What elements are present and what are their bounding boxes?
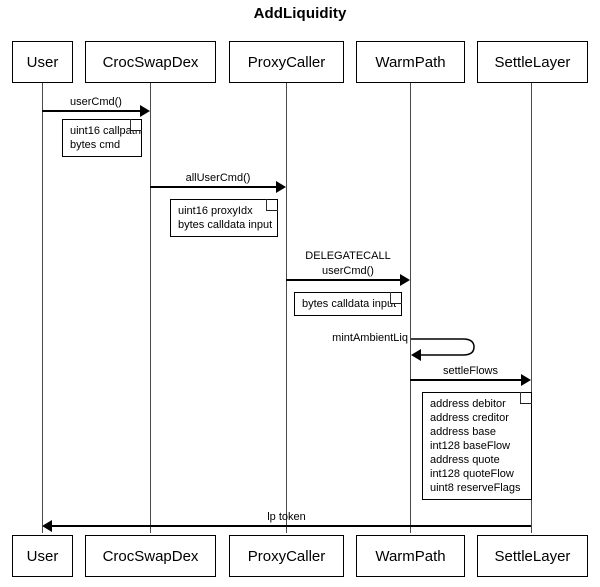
self-call-arrow-mint-ambient-liq [411, 338, 475, 361]
note-all-user-cmd-params: uint16 proxyIdx bytes calldata input [170, 199, 278, 237]
lifeline-user [42, 83, 44, 533]
participant-footer-settlelayer[interactable]: SettleLayer [477, 535, 588, 577]
page-title: AddLiquidity [253, 5, 347, 22]
participant-footer-warmpath[interactable]: WarmPath [356, 535, 465, 577]
lifeline-settlelayer [531, 83, 533, 533]
note-settle-flows-params: address debitor address creditor address… [422, 392, 532, 500]
participant-header-crocswapdex[interactable]: CrocSwapDex [85, 41, 216, 83]
participant-label-proxycaller: ProxyCaller [247, 53, 326, 71]
arrow-head-lp-token [42, 520, 52, 532]
message-label-all-user-cmd: allUserCmd() [185, 172, 251, 184]
message-label-user-cmd: userCmd() [70, 96, 122, 108]
participant-footer-label-warmpath: WarmPath [375, 547, 446, 565]
message-line-user-cmd [42, 110, 142, 112]
message-line-all-user-cmd [150, 186, 278, 188]
participant-footer-label-settlelayer: SettleLayer [494, 547, 571, 565]
participant-footer-label-crocswapdex: CrocSwapDex [102, 547, 199, 565]
participant-label-warmpath: WarmPath [375, 53, 446, 71]
message-line-settle-flows [410, 379, 523, 381]
participant-footer-label-proxycaller: ProxyCaller [247, 547, 326, 565]
message-label-delegatecall-usercmd: userCmd() [322, 265, 374, 277]
participant-label-user: User [26, 53, 59, 71]
message-label-lp-token: lp token [267, 511, 306, 523]
message-line-lp-token [52, 525, 531, 527]
lifeline-warmpath [410, 83, 412, 533]
message-label-settle-flows: settleFlows [442, 365, 499, 377]
message-label-mint-ambient-liq: mintAmbientLiq [332, 332, 408, 344]
note-delegatecall-params: bytes calldata input [294, 292, 402, 316]
participant-footer-proxycaller[interactable]: ProxyCaller [229, 535, 344, 577]
participant-header-proxycaller[interactable]: ProxyCaller [229, 41, 344, 83]
participant-footer-user[interactable]: User [12, 535, 73, 577]
lifeline-crocswapdex [150, 83, 152, 533]
arrow-head-settle-flows [521, 374, 531, 386]
arrow-head-all-user-cmd [276, 181, 286, 193]
participant-footer-crocswapdex[interactable]: CrocSwapDex [85, 535, 216, 577]
lifeline-proxycaller [286, 83, 288, 533]
participant-header-settlelayer[interactable]: SettleLayer [477, 41, 588, 83]
arrow-head-user-cmd [140, 105, 150, 117]
participant-header-warmpath[interactable]: WarmPath [356, 41, 465, 83]
message-line-delegatecall [286, 279, 402, 281]
participant-footer-label-user: User [26, 547, 59, 565]
participant-header-user[interactable]: User [12, 41, 73, 83]
message-label-delegatecall: DELEGATECALL [305, 250, 391, 262]
participant-label-settlelayer: SettleLayer [494, 53, 571, 71]
participant-label-crocswapdex: CrocSwapDex [102, 53, 199, 71]
arrow-head-delegatecall [400, 274, 410, 286]
note-user-cmd-params: uint16 callpath bytes cmd [62, 119, 142, 157]
